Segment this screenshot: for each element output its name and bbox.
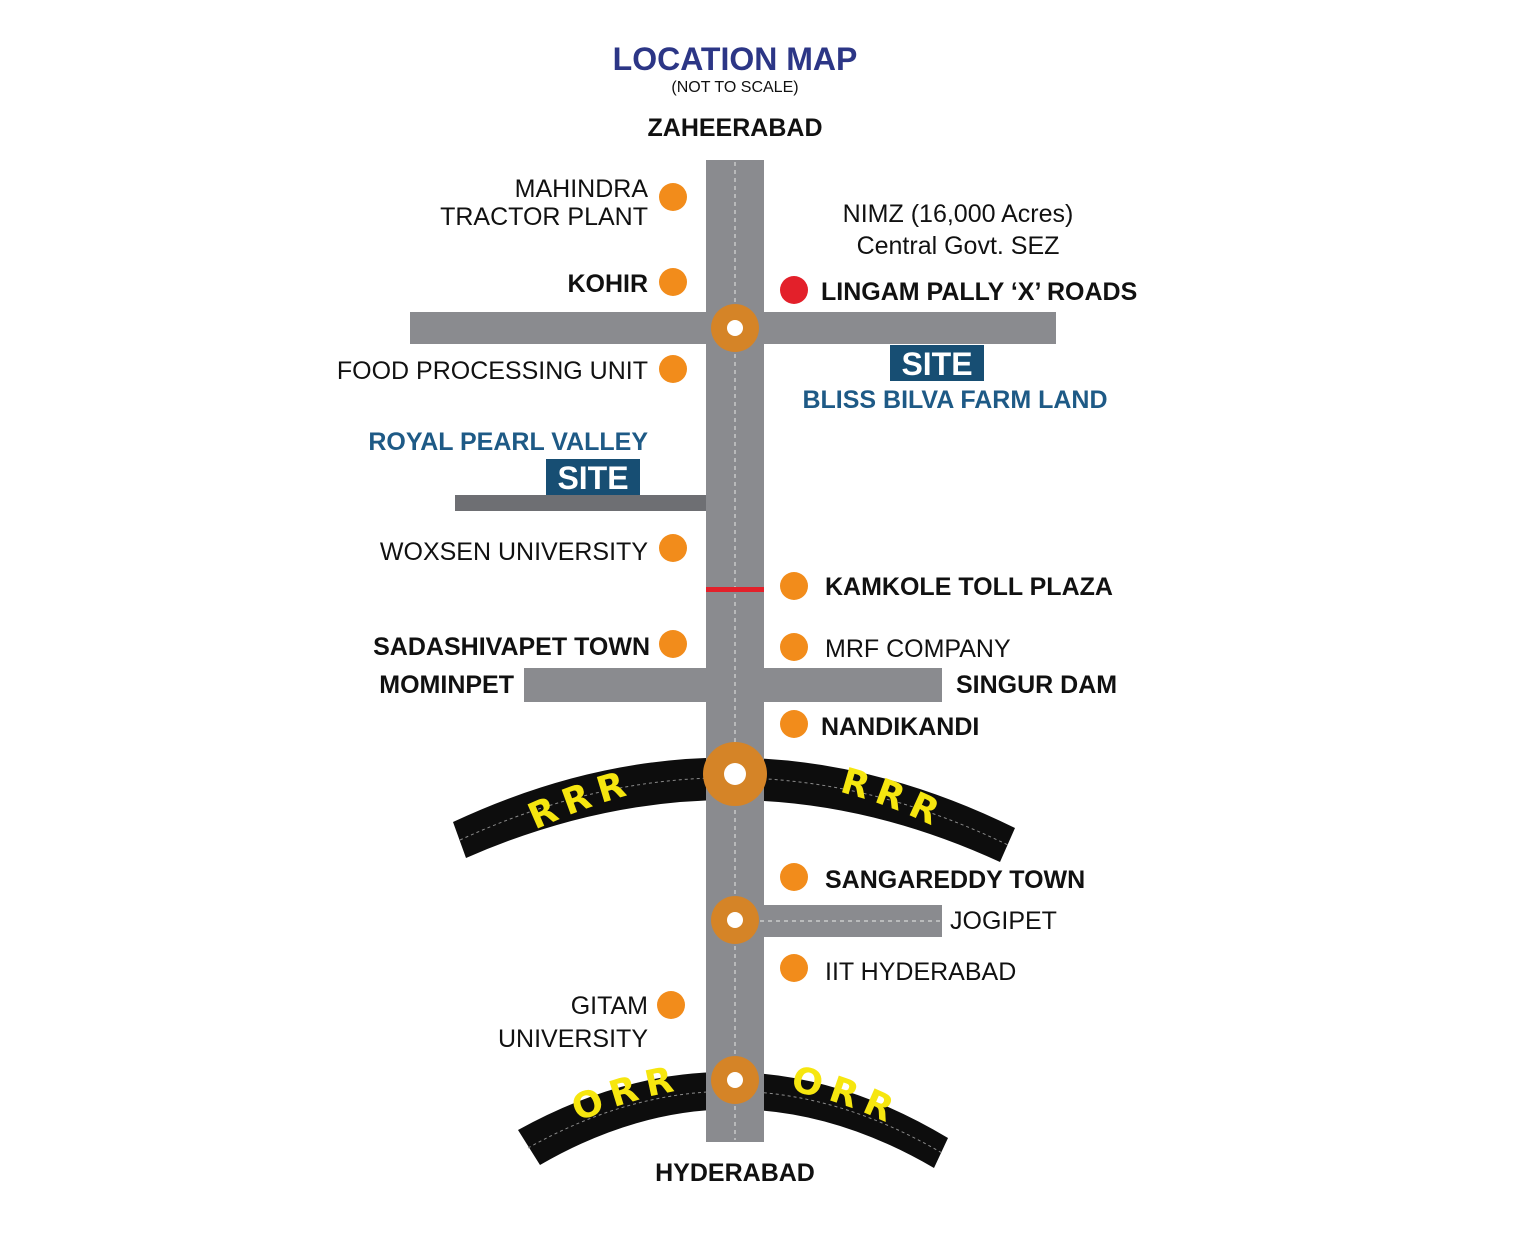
- poi-dot-nandikandi: [780, 710, 808, 738]
- label-food-processing: FOOD PROCESSING UNIT: [337, 357, 648, 385]
- poi-dot-gitam: [657, 991, 685, 1019]
- poi-dot-lingampally: [780, 276, 808, 304]
- poi-dot-kohir: [659, 268, 687, 296]
- label-kohir: KOHIR: [567, 270, 648, 298]
- label-jogipet: JOGIPET: [950, 907, 1057, 935]
- site-box-right: [890, 345, 984, 381]
- kamkole-toll-line: [706, 587, 764, 592]
- site-box-left: [546, 459, 640, 495]
- road-royal-pearl-branch: [455, 495, 717, 511]
- label-nimz-line2: Central Govt. SEZ: [857, 232, 1060, 260]
- poi-dot-mahindra: [659, 183, 687, 211]
- site-label-left: SITE: [557, 460, 628, 496]
- junction-orr: [711, 1056, 759, 1104]
- map-subtitle: (NOT TO SCALE): [671, 79, 798, 96]
- label-kamkole: KAMKOLE TOLL PLAZA: [825, 573, 1113, 601]
- rrr-right-label: RRR: [836, 761, 952, 837]
- endpoint-north: ZAHEERABAD: [648, 114, 823, 142]
- poi-dot-sadashivapet: [659, 630, 687, 658]
- label-woxsen: WOXSEN UNIVERSITY: [380, 538, 648, 566]
- poi-dot-iit: [780, 954, 808, 982]
- poi-dot-woxsen: [659, 534, 687, 562]
- label-nandikandi: NANDIKANDI: [821, 713, 979, 741]
- endpoint-south: HYDERABAD: [655, 1159, 815, 1187]
- label-iit: IIT HYDERABAD: [825, 958, 1016, 986]
- site-label-right: SITE: [901, 346, 972, 382]
- label-bliss-bilva: BLISS BILVA FARM LAND: [802, 386, 1107, 414]
- label-sangareddy: SANGAREDDY TOWN: [825, 866, 1085, 894]
- poi-dot-kamkole: [780, 572, 808, 600]
- ring-road-rrr: [453, 757, 1015, 862]
- junction-jogipet: [711, 896, 759, 944]
- poi-dot-food-processing: [659, 355, 687, 383]
- label-mahindra-line1: MAHINDRA: [515, 175, 649, 203]
- ring-road-orr: [518, 1071, 948, 1168]
- label-nimz-line1: NIMZ (16,000 Acres): [843, 200, 1074, 228]
- label-mominpet: MOMINPET: [379, 671, 514, 699]
- label-gitam-line1: GITAM: [571, 992, 648, 1020]
- label-royal-pearl-valley: ROYAL PEARL VALLEY: [368, 428, 648, 456]
- poi-dot-sangareddy: [780, 863, 808, 891]
- junction-rrr: [703, 742, 767, 806]
- label-sadashivapet: SADASHIVAPET TOWN: [373, 633, 650, 661]
- label-gitam-line2: UNIVERSITY: [498, 1025, 648, 1053]
- rrr-left-label: RRR: [522, 762, 638, 838]
- label-lingampally: LINGAM PALLY ‘X’ ROADS: [821, 278, 1137, 306]
- label-singur: SINGUR DAM: [956, 671, 1117, 699]
- map-title: LOCATION MAP: [613, 41, 858, 77]
- label-mahindra-line2: TRACTOR PLANT: [440, 203, 648, 231]
- poi-dot-mrf: [780, 633, 808, 661]
- junction-lingampally: [711, 304, 759, 352]
- label-mrf: MRF COMPANY: [825, 635, 1011, 663]
